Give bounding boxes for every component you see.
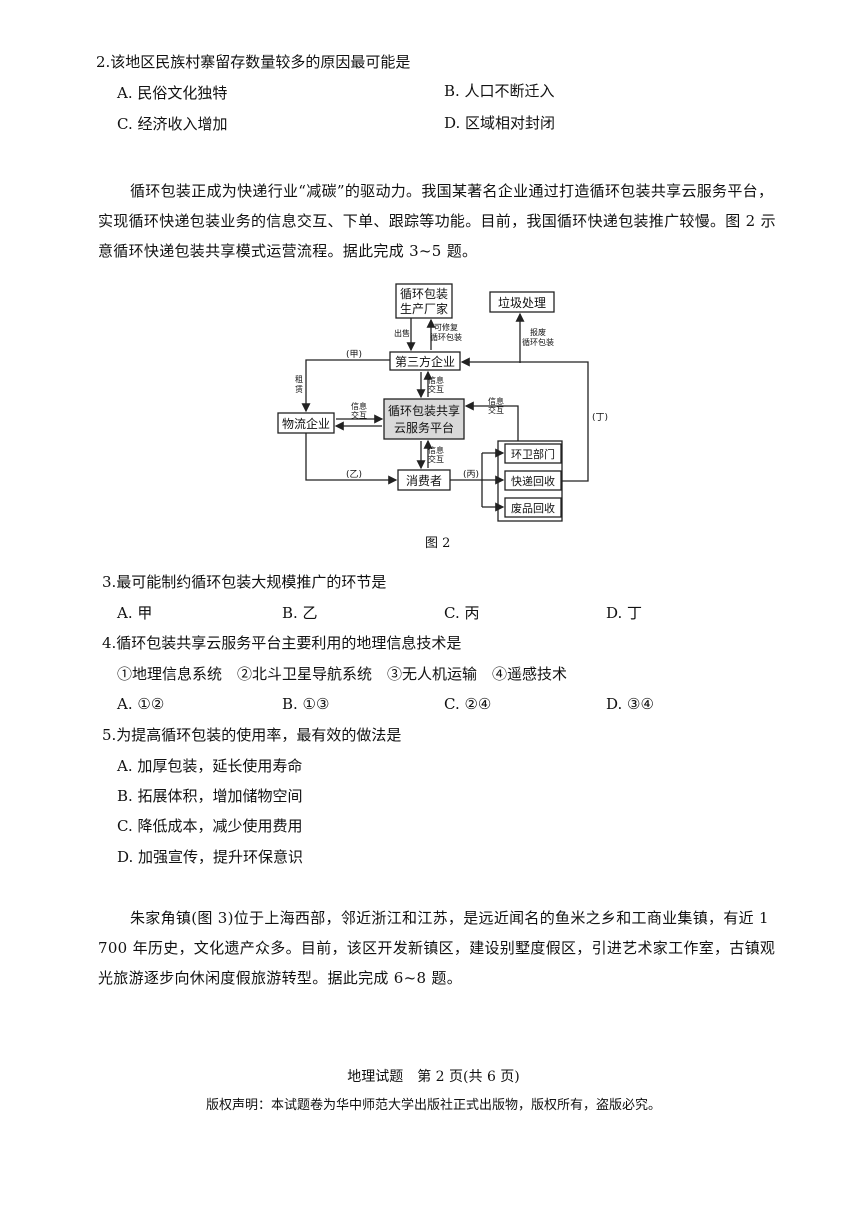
q3-option-c: C. 丙	[444, 604, 480, 622]
q2-option-b: B. 人口不断迁入	[444, 82, 555, 100]
platform-label-1: 循环包装共享	[388, 403, 460, 418]
third-party-label: 第三方企业	[395, 354, 455, 369]
info-exchange-c-2: 交互	[428, 454, 444, 464]
express-recycle-label: 快递回收	[511, 474, 555, 488]
q5-option-a: A. 加厚包装，延长使用寿命	[117, 757, 303, 775]
jia-label: (甲)	[346, 349, 362, 360]
producer-label-1: 循环包装	[400, 287, 448, 301]
sell-label: 出售	[394, 328, 410, 338]
logistics-label: 物流企业	[282, 416, 330, 431]
garbage-box	[489, 291, 555, 313]
info-exchange-a-1: 信息	[351, 401, 367, 411]
ding-label: (丁)	[592, 413, 608, 423]
sanitation-box	[504, 443, 562, 464]
third-party-box	[389, 351, 461, 371]
platform-box	[383, 398, 465, 440]
info-exchange-d-1: 信息	[488, 396, 504, 406]
waste-recycle-box	[504, 497, 562, 518]
q4-option-c: C. ②④	[444, 695, 492, 713]
q2-option-c: C. 经济收入增加	[117, 115, 228, 133]
q5-option-d: D. 加强宣传，提升环保意识	[117, 848, 304, 866]
express-recycle-box	[504, 470, 562, 491]
waste-recycle-label: 废品回收	[511, 501, 555, 515]
info-exchange-b-2: 交互	[428, 384, 444, 394]
q4-option-b: B. ①③	[282, 695, 330, 713]
q2-stem: 2.该地区民族村寨留存数量较多的原因最可能是	[96, 53, 411, 71]
bing-label: (丙)	[463, 469, 479, 480]
q2-option-d: D. 区域相对封闭	[444, 114, 556, 132]
info-exchange-b-1: 信息	[428, 375, 444, 385]
q3-option-d: D. 丁	[606, 604, 643, 622]
q2-option-a: A. 民俗文化独特	[117, 84, 228, 102]
q3-option-b: B. 乙	[282, 604, 318, 622]
copyright-notice: 版权声明：本试题卷为华中师范大学出版社正式出版物，版权所有，盗版必究。	[205, 1098, 661, 1113]
info-exchange-c-1: 信息	[428, 445, 444, 455]
consumer-label: 消费者	[406, 474, 442, 488]
q4-stem: 4.循环包装共享云服务平台主要利用的地理信息技术是	[102, 634, 462, 652]
page-info: 地理试题 第 2 页(共 6 页)	[347, 1069, 520, 1085]
info-exchange-a-2: 交互	[351, 410, 367, 420]
garbage-label: 垃圾处理	[498, 295, 546, 310]
producer-label-2: 生产厂家	[400, 301, 448, 316]
q5-stem: 5.为提高循环包装的使用率，最有效的做法是	[102, 726, 402, 744]
repairable-label-2: 循环包装	[430, 332, 462, 342]
yi-label: (乙)	[346, 469, 362, 480]
figure-caption: 图 2	[425, 536, 451, 551]
q4-option-a: A. ①②	[117, 695, 165, 713]
platform-label-2: 云服务平台	[394, 420, 454, 435]
q4-option-d: D. ③④	[606, 695, 654, 713]
info-exchange-d-2: 交互	[488, 405, 504, 415]
discard-label-1: 报废	[530, 327, 546, 337]
q5-option-c: C. 降低成本，减少使用费用	[117, 817, 303, 835]
repairable-label-1: 可修复	[434, 322, 458, 332]
discard-label-2: 循环包装	[522, 337, 554, 347]
q5-option-b: B. 拓展体积，增加储物空间	[117, 787, 303, 805]
producer-box	[395, 283, 453, 319]
q3-stem: 3.最可能制约循环包装大规模推广的环节是	[102, 573, 387, 591]
packaging-flow-diagram: 循环包装 生产厂家 垃圾处理 第三方企业 物流企业 循环包装共享 云服务平台 消…	[277, 283, 608, 522]
lease-label-1: 租	[295, 375, 303, 384]
passage-zhujiajiao: 朱家角镇(图 3)位于上海西部，邻近浙江和江苏，是远近闻名的鱼米之乡和工商业集镇…	[98, 909, 776, 987]
passage-packaging: 循环包装正成为快递行业“减碳”的驱动力。我国某著名企业通过打造循环包装共享云服务…	[98, 182, 776, 260]
sanitation-label: 环卫部门	[511, 447, 555, 461]
q3-option-a: A. 甲	[117, 604, 153, 622]
q4-items: ①地理信息系统 ②北斗卫星导航系统 ③无人机运输 ④遥感技术	[117, 665, 568, 683]
lease-label-2: 赁	[295, 384, 303, 394]
